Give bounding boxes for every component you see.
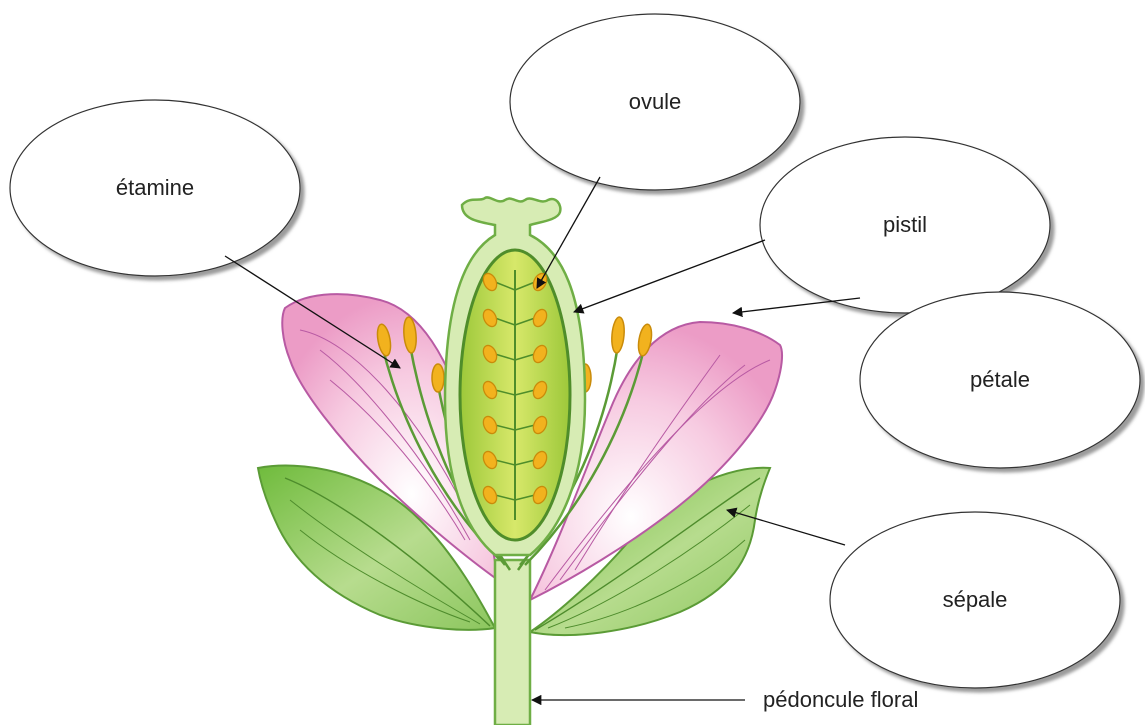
label-bubble-petale: pétale: [860, 292, 1140, 468]
label-bubble-pistil: pistil: [760, 137, 1050, 313]
label-etamine: étamine: [116, 175, 194, 200]
arrow-petale: [733, 298, 860, 313]
arrow-pistil: [574, 240, 765, 312]
label-pistil: pistil: [883, 212, 927, 237]
label-bubble-sepale: sépale: [830, 512, 1120, 688]
label-petale: pétale: [970, 367, 1030, 392]
arrow-ovule: [537, 177, 600, 288]
label-bubble-ovule: ovule: [510, 14, 800, 190]
stem: [495, 560, 530, 725]
label-sepale: sépale: [943, 587, 1008, 612]
label-pedoncule: pédoncule floral: [763, 687, 918, 712]
pistil: [445, 197, 585, 555]
label-ovule: ovule: [629, 89, 682, 114]
label-bubble-etamine: étamine: [10, 100, 300, 276]
